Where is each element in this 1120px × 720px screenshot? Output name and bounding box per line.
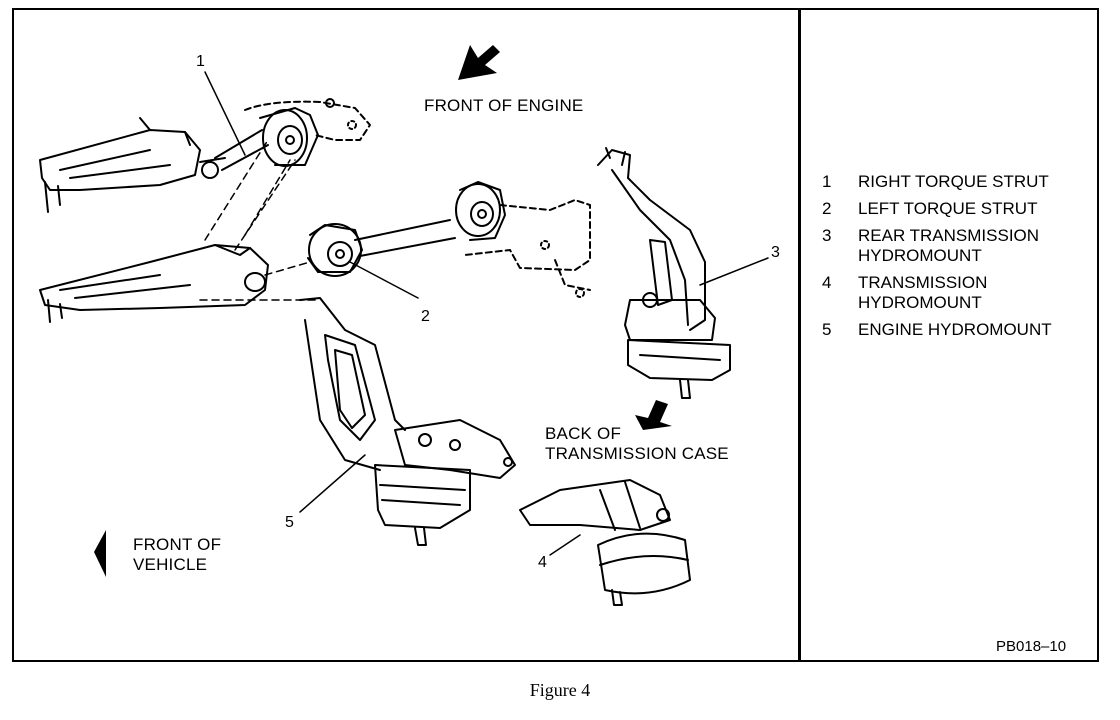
front-of-engine-arrow — [458, 45, 500, 80]
legend-item: 3 REAR TRANSMISSION HYDROMOUNT — [822, 226, 1082, 266]
legend-text: ENGINE HYDROMOUNT — [858, 320, 1052, 339]
callout-3: 3 — [771, 244, 780, 261]
legend-number: 3 — [822, 226, 832, 245]
engine-hydromount — [299, 297, 516, 546]
legend-item: 4 TRANSMISSION HYDROMOUNT — [822, 273, 1082, 313]
legend-number: 1 — [822, 172, 832, 191]
legend-number: 4 — [822, 273, 832, 292]
legend-item: 2 LEFT TORQUE STRUT — [822, 199, 1082, 219]
legend-item: 5 ENGINE HYDROMOUNT — [822, 320, 1082, 340]
front-of-vehicle-label: FRONT OF VEHICLE — [133, 535, 222, 574]
callout-1: 1 — [196, 53, 205, 70]
figure-caption: Figure 4 — [529, 680, 591, 700]
callout-2: 2 — [421, 308, 430, 325]
figure-frame — [12, 8, 1099, 662]
legend-number: 5 — [822, 320, 832, 339]
front-of-engine-label: FRONT OF ENGINE — [424, 96, 584, 115]
legend-item: 1 RIGHT TORQUE STRUT — [822, 172, 1082, 192]
transmission-hydromount — [519, 479, 691, 606]
left-torque-strut — [307, 181, 591, 298]
callout-4: 4 — [538, 554, 547, 571]
back-of-transmission-label: BACK OF TRANSMISSION CASE — [545, 424, 729, 463]
back-of-transmission-arrow — [635, 400, 672, 430]
front-of-vehicle-arrow — [94, 530, 106, 577]
legend-text: TRANSMISSION HYDROMOUNT — [858, 273, 988, 312]
legend-text: RIGHT TORQUE STRUT — [858, 172, 1049, 191]
upper-bracket — [39, 117, 226, 213]
legend: 1 RIGHT TORQUE STRUT 2 LEFT TORQUE STRUT… — [822, 172, 1082, 347]
legend-number: 2 — [822, 199, 832, 218]
legend-text: REAR TRANSMISSION HYDROMOUNT — [858, 226, 1040, 265]
figure-code: PB018–10 — [996, 638, 1067, 655]
lower-bracket — [39, 244, 269, 323]
rear-transmission-hydromount — [597, 147, 731, 399]
callout-leaders — [204, 71, 769, 556]
callout-5: 5 — [285, 514, 294, 531]
legend-divider — [798, 8, 801, 662]
alignment-lines — [199, 139, 321, 301]
right-torque-strut — [214, 98, 371, 171]
legend-text: LEFT TORQUE STRUT — [858, 199, 1038, 218]
